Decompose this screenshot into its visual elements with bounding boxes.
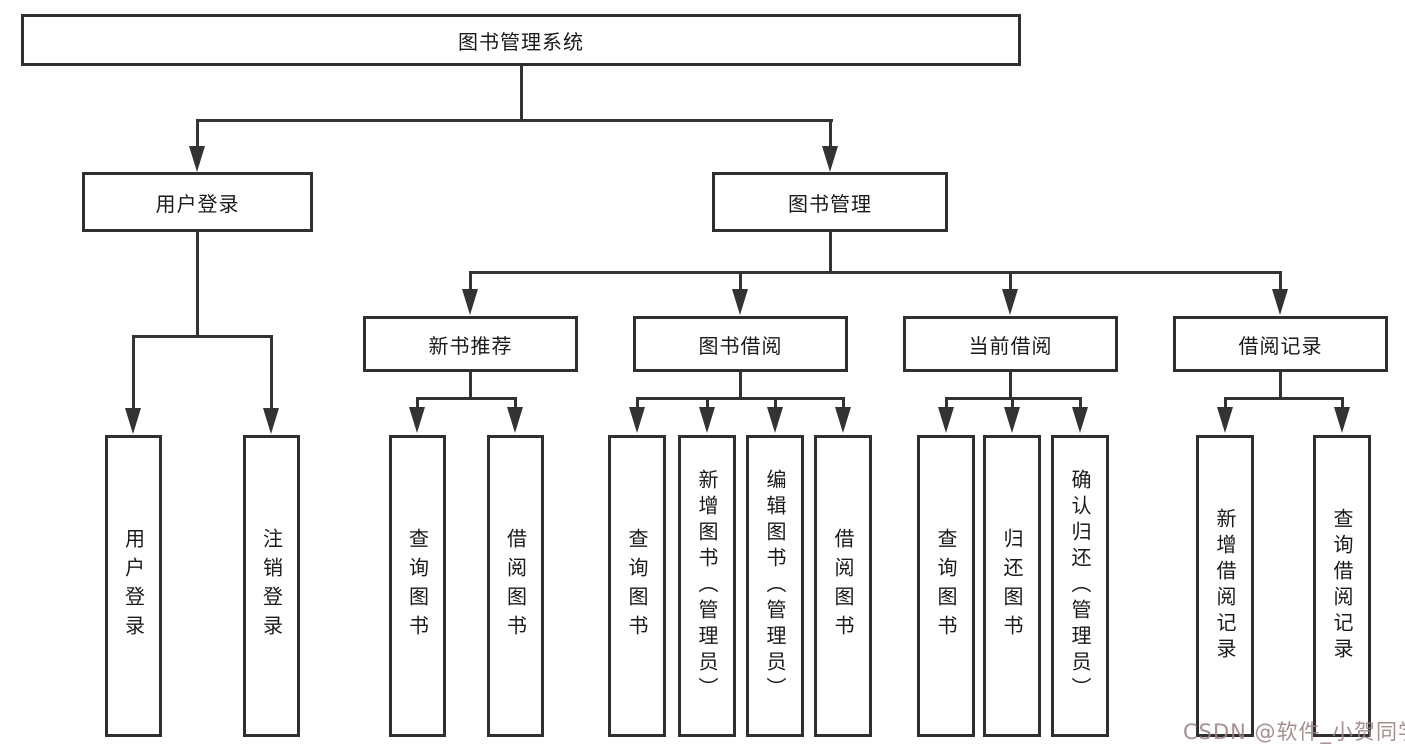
arrowhead-down-icon: [822, 146, 838, 172]
node-book-management-system: 图书管理系统: [21, 14, 1021, 66]
arrowhead-down-icon: [409, 407, 425, 433]
arrowhead-down-icon: [1272, 289, 1288, 315]
connector-vline: [1279, 372, 1282, 399]
connector-vline: [514, 398, 517, 409]
arrowhead-down-icon: [1004, 407, 1020, 433]
leaf-borrow-books-recommend: 借阅图书: [487, 435, 544, 737]
arrowhead-down-icon: [629, 407, 645, 433]
node-book-management: 图书管理: [712, 172, 948, 232]
connector-vline: [706, 398, 709, 409]
connector-vline: [636, 398, 639, 409]
node-current-borrow: 当前借阅: [903, 316, 1118, 372]
leaf-query-books-recommend: 查询图书: [389, 435, 446, 737]
arrowhead-down-icon: [125, 408, 141, 434]
arrowhead-down-icon: [699, 407, 715, 433]
connector-vline: [520, 66, 523, 120]
node-user-login: 用户登录: [82, 172, 313, 232]
arrowhead-down-icon: [263, 408, 279, 434]
leaf-borrow-books: 借阅图书: [814, 435, 872, 737]
arrowhead-down-icon: [189, 146, 205, 172]
connector-vline: [829, 232, 832, 272]
node-borrow-records: 借阅记录: [1173, 316, 1388, 372]
connector-vline: [1341, 398, 1344, 409]
leaf-logout: 注销登录: [243, 435, 300, 737]
arrowhead-down-icon: [507, 407, 523, 433]
connector-hline: [196, 119, 833, 122]
connector-vline: [842, 398, 845, 409]
connector-hline: [1224, 397, 1344, 400]
connector-vline: [1079, 398, 1082, 409]
connector-vline: [1224, 398, 1227, 409]
connector-vline: [1279, 272, 1282, 291]
connector-vline: [469, 272, 472, 291]
connector-vline: [469, 372, 472, 399]
connector-hline: [132, 335, 273, 338]
leaf-query-borrow-record: 查询借阅记录: [1313, 435, 1371, 737]
connector-vline: [196, 120, 199, 148]
arrowhead-down-icon: [767, 407, 783, 433]
arrowhead-down-icon: [938, 407, 954, 433]
connector-vline: [774, 398, 777, 409]
leaf-add-books-admin: 新增图书（管理员）: [678, 435, 736, 737]
leaf-query-books-borrow: 查询图书: [608, 435, 666, 737]
connector-vline: [1011, 398, 1014, 409]
arrowhead-down-icon: [1002, 289, 1018, 315]
arrowhead-down-icon: [1072, 407, 1088, 433]
watermark: CSDN @软件_小贺同学: [1183, 720, 1405, 744]
connector-vline: [132, 336, 135, 410]
arrowhead-down-icon: [732, 289, 748, 315]
connector-vline: [739, 272, 742, 291]
connector-hline: [416, 397, 517, 400]
leaf-query-books-current: 查询图书: [917, 435, 975, 737]
node-new-book-recommend: 新书推荐: [363, 316, 578, 372]
leaf-add-borrow-record: 新增借阅记录: [1196, 435, 1254, 737]
connector-vline: [1009, 372, 1012, 399]
leaf-user-login: 用户登录: [105, 435, 162, 737]
leaf-edit-books-admin: 编辑图书（管理员）: [746, 435, 804, 737]
connector-vline: [945, 398, 948, 409]
arrowhead-down-icon: [1334, 407, 1350, 433]
arrowhead-down-icon: [1217, 407, 1233, 433]
arrowhead-down-icon: [462, 289, 478, 315]
connector-vline: [416, 398, 419, 409]
arrowhead-down-icon: [835, 407, 851, 433]
connector-hline: [469, 271, 1282, 274]
connector-vline: [270, 336, 273, 410]
node-book-borrow: 图书借阅: [633, 316, 848, 372]
connector-hline: [636, 397, 845, 400]
connector-vline: [829, 120, 832, 148]
connector-vline: [739, 372, 742, 399]
connector-hline: [945, 397, 1082, 400]
leaf-confirm-return-admin: 确认归还（管理员）: [1051, 435, 1109, 737]
leaf-return-books: 归还图书: [983, 435, 1041, 737]
connector-vline: [1009, 272, 1012, 291]
connector-vline: [196, 232, 199, 336]
